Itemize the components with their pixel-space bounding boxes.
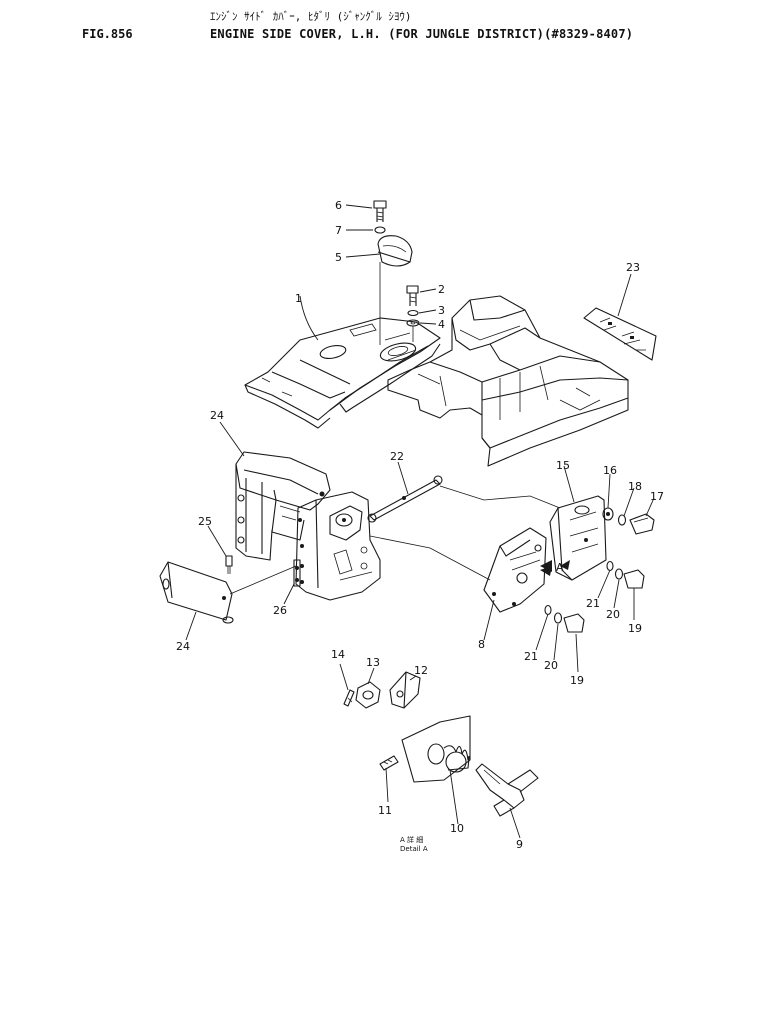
callout-12: 12 — [414, 664, 428, 677]
callout-1: 1 — [295, 292, 302, 305]
part-11-screw — [379, 755, 399, 771]
part-15-side-plate — [549, 495, 607, 581]
part-17-bolt — [629, 513, 655, 535]
part-6-bolt — [373, 200, 387, 222]
callout-26: 25 — [198, 515, 212, 528]
callout-24: 24 — [210, 409, 224, 422]
callout-21-lower: 21 — [524, 650, 538, 663]
figure-number: FIG.856 — [82, 27, 133, 41]
callout-5: 5 — [335, 251, 342, 264]
leader-lines — [185, 204, 655, 839]
callout-2: 2 — [438, 283, 445, 296]
part-8-bracket — [483, 527, 552, 613]
callout-20-right: 20 — [606, 608, 620, 621]
english-title: ENGINE SIDE COVER, L.H. (FOR JUNGLE DIST… — [210, 27, 634, 41]
part-24-frame — [235, 451, 331, 561]
part-21-washer-lower — [544, 604, 552, 616]
hood-frame — [387, 295, 629, 467]
callout-14: 14 — [331, 648, 345, 661]
part-20-washer-lower — [553, 612, 563, 624]
callout-7: 7 — [335, 224, 342, 237]
part-18-washer-upper — [617, 514, 627, 526]
callout-3: 3 — [438, 304, 445, 317]
callout-27: 26 — [273, 604, 287, 617]
view-arrow-icon — [540, 560, 552, 572]
view-arrow-label: A — [556, 561, 564, 574]
callout-20-lower: 20 — [544, 659, 558, 672]
part-2-bolt — [406, 285, 419, 306]
part-27-spacer — [293, 559, 301, 587]
callout-21-right: 21 — [586, 597, 600, 610]
part-23-plate — [583, 307, 657, 361]
callout-19-right: 19 — [628, 622, 642, 635]
callout-8: 8 — [478, 638, 485, 651]
callout-9: 9 — [516, 838, 523, 851]
callout-4: 4 — [438, 318, 445, 331]
part-9-t-handle — [475, 763, 539, 817]
part-21-washer-right — [606, 560, 614, 572]
part-20-washer-right — [614, 568, 624, 580]
part-12-latch — [389, 671, 421, 709]
mounting-plate-detail — [401, 715, 471, 783]
part-3-washer — [407, 309, 419, 317]
part-22-rod — [367, 475, 443, 523]
part-5-cap — [377, 235, 413, 267]
callout-13: 13 — [366, 656, 380, 669]
callout-22: 22 — [390, 450, 404, 463]
callout-18-upper: 18 — [628, 480, 642, 493]
japanese-title: ｴﾝｼﾞﾝ ｻｲﾄﾞ ｶﾊﾞｰ, ﾋﾀﾞﾘ (ｼﾞｬﾝｸﾞﾙ ｼﾖｳ) — [210, 10, 412, 23]
part-7-washer — [374, 226, 386, 234]
callout-15: 15 — [556, 459, 570, 472]
callout-19-lower: 19 — [570, 674, 584, 687]
part-13-nut — [355, 681, 381, 709]
detail-label-en: Detail A — [400, 845, 428, 853]
side-panel-main — [295, 491, 381, 601]
part-1-top-cover — [244, 317, 441, 429]
part-19-bolt-lower — [563, 613, 585, 633]
part-26-screw — [225, 555, 233, 574]
part-25-plate — [159, 561, 234, 624]
detail-label-jp: A 詳 細 — [400, 835, 423, 844]
callout-10: 10 — [450, 822, 464, 835]
callout-16: 16 — [603, 464, 617, 477]
callout-25: 24 — [176, 640, 190, 653]
part-10-spring — [427, 743, 470, 773]
part-14-pin — [343, 689, 355, 707]
callout-numbers: 6 7 5 1 2 3 4 23 24 22 15 16 18 17 25 26… — [176, 199, 664, 851]
callout-6: 6 — [335, 199, 342, 212]
callout-23: 23 — [626, 261, 640, 274]
callout-11: 11 — [378, 804, 392, 817]
part-19-bolt-right — [623, 569, 645, 589]
callout-17: 17 — [650, 490, 664, 503]
